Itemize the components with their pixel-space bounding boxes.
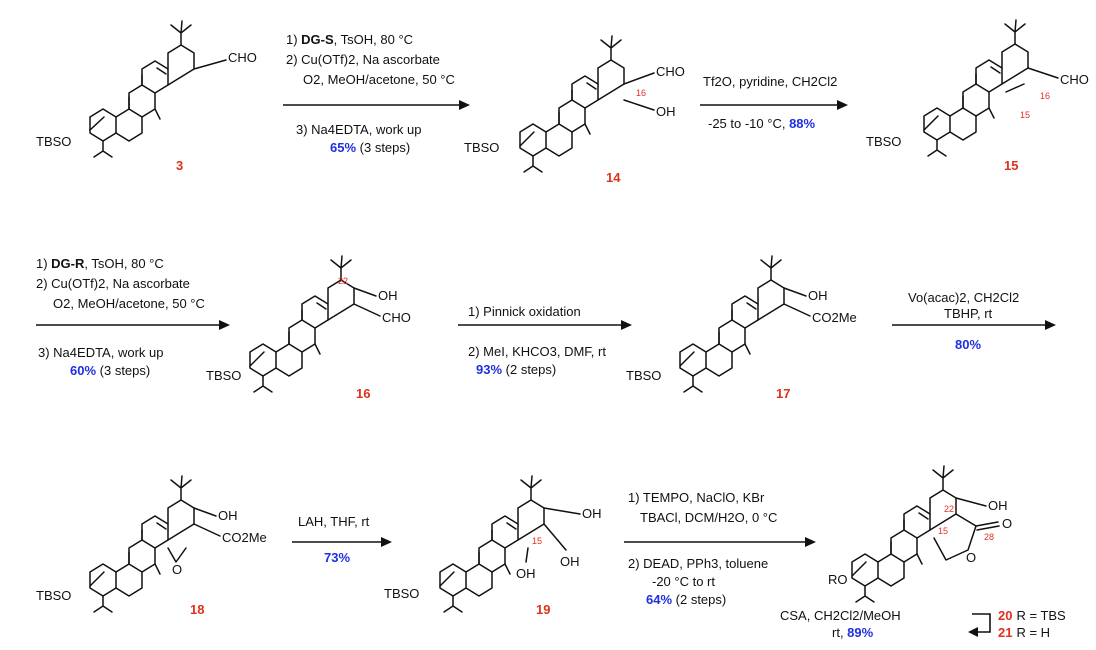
step3-reagent-line4: 3) Na4EDTA, work up <box>38 345 163 360</box>
compound-3-structure <box>89 20 227 158</box>
step8-reagent-line1: CSA, CH2Cl2/MeOH <box>780 608 901 623</box>
tbso-label-3: TBSO <box>36 134 71 149</box>
step7-reagent-line3: 2) DEAD, PPh3, toluene <box>628 556 768 571</box>
step7-reagent-line4: -20 °C to rt <box>652 574 715 589</box>
tbso-label-16: TBSO <box>206 368 241 383</box>
position-28-label-20: 28 <box>984 532 994 542</box>
cho-label-3: CHO <box>228 50 257 65</box>
step1-reagent-line4: 3) Na4EDTA, work up <box>296 122 421 137</box>
step7-yield: 64% (2 steps) <box>646 592 726 607</box>
carbonyl-o-label-20: O <box>1002 516 1012 531</box>
step1-reagent-line2: 2) Cu(OTf)2, Na ascorbate <box>286 52 440 67</box>
compound-14-structure <box>519 35 655 173</box>
step3-reagent-line1: 1) DG-R, TsOH, 80 °C <box>36 256 164 271</box>
step3-reagent-line3: O2, MeOH/acetone, 50 °C <box>53 296 205 311</box>
compound-label-19: 19 <box>536 602 550 617</box>
position-15-label-15: 15 <box>1020 110 1030 120</box>
step6-yield: 73% <box>324 550 350 565</box>
compound-17-structure <box>679 255 811 393</box>
position-16-label-15: 16 <box>1040 91 1050 101</box>
step7-reagent-line1: 1) TEMPO, NaClO, KBr <box>628 490 765 505</box>
step1-yield: 65% (3 steps) <box>330 140 410 155</box>
step3-yield: 60% (3 steps) <box>70 363 150 378</box>
oh-label-18: OH <box>218 508 238 523</box>
compound-18-structure <box>89 475 221 613</box>
step5-yield: 80% <box>955 337 981 352</box>
oh-label-19-bottom: OH <box>516 566 536 581</box>
compound-label-3: 3 <box>176 158 183 173</box>
step8-reagent-line2: rt, 89% <box>832 625 874 640</box>
oh-label-14: OH <box>656 104 676 119</box>
compound-label-16: 16 <box>356 386 370 401</box>
reaction-arrow-1 <box>283 100 470 110</box>
cho-label-15: CHO <box>1060 72 1089 87</box>
step1-reagent-line3: O2, MeOH/acetone, 50 °C <box>303 72 455 87</box>
step1-reagent-line1: 1) DG-S, TsOH, 80 °C <box>286 32 413 47</box>
compound-label-15: 15 <box>1004 158 1018 173</box>
compound-label-18: 18 <box>190 602 204 617</box>
co2me-label-18: CO2Me <box>222 530 267 545</box>
tbso-label-14: TBSO <box>464 140 499 155</box>
step4-reagent-line1: 1) Pinnick oxidation <box>468 304 581 319</box>
reaction-arrow-2 <box>700 100 848 110</box>
position-22-label-16: 22 <box>338 276 348 286</box>
oh-label-19-side: OH <box>560 554 580 569</box>
compound-label-14: 14 <box>606 170 621 185</box>
step3-reagent-line2: 2) Cu(OTf)2, Na ascorbate <box>36 276 190 291</box>
position-22-label-20: 22 <box>944 504 954 514</box>
compound-15-structure <box>923 19 1059 157</box>
reaction-arrow-5 <box>892 320 1056 330</box>
compound-19-structure <box>439 475 581 613</box>
tbso-label-19: TBSO <box>384 586 419 601</box>
compound-label-17: 17 <box>776 386 790 401</box>
step4-yield: 93% (2 steps) <box>476 362 556 377</box>
ring-o-label-20: O <box>966 550 976 565</box>
position-15-label-19: 15 <box>532 536 542 546</box>
compound-20-21-structure <box>851 465 1000 603</box>
tbso-label-17: TBSO <box>626 368 661 383</box>
deprotection-arrow <box>968 613 991 637</box>
position-15-label-20: 15 <box>938 526 948 536</box>
oh-label-17: OH <box>808 288 828 303</box>
step2-reagent-line1: Tf2O, pyridine, CH2Cl2 <box>703 74 837 89</box>
step5-reagent-line2: TBHP, rt <box>944 306 993 321</box>
reaction-arrow-3 <box>36 320 230 330</box>
tbso-label-15: TBSO <box>866 134 901 149</box>
reaction-arrow-7 <box>624 537 816 547</box>
step7-reagent-line2: TBACl, DCM/H2O, 0 °C <box>640 510 777 525</box>
oh-label-20: OH <box>988 498 1008 513</box>
epoxide-o-label-18: O <box>172 562 182 577</box>
step6-reagent-line1: LAH, THF, rt <box>298 514 370 529</box>
cho-label-14: CHO <box>656 64 685 79</box>
oh-label-16: OH <box>378 288 398 303</box>
co2me-label-17: CO2Me <box>812 310 857 325</box>
reaction-arrow-6 <box>292 537 392 547</box>
position-16-label-14: 16 <box>636 88 646 98</box>
step5-reagent-line1: Vo(acac)2, CH2Cl2 <box>908 290 1019 305</box>
ro-label-20: RO <box>828 572 848 587</box>
reaction-arrow-4 <box>458 320 632 330</box>
oh-label-19-top: OH <box>582 506 602 521</box>
step2-reagent-line2: -25 to -10 °C, 88% <box>708 116 816 131</box>
tbso-label-18: TBSO <box>36 588 71 603</box>
compound-16-structure <box>249 255 381 393</box>
step4-reagent-line2: 2) MeI, KHCO3, DMF, rt <box>468 344 606 359</box>
cho-label-16: CHO <box>382 310 411 325</box>
